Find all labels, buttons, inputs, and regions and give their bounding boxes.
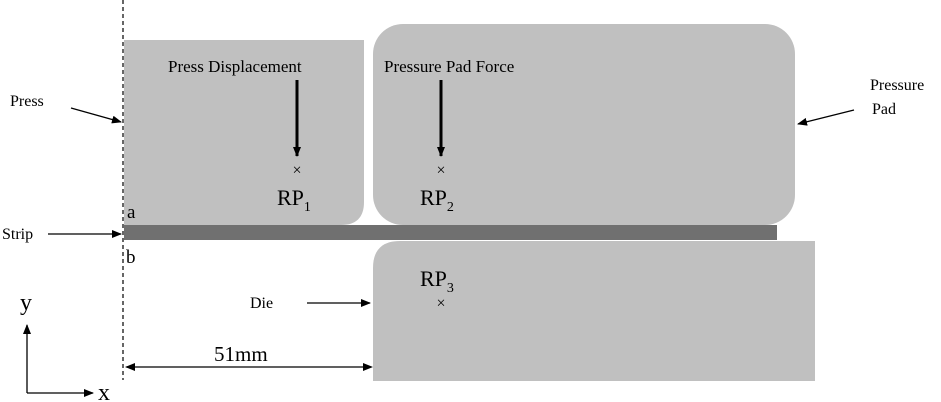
y-axis-label: y <box>20 290 32 316</box>
rp3-label-sub: 3 <box>447 281 454 296</box>
dimension-label: 51mm <box>214 342 268 366</box>
rp1-label-sub: 1 <box>304 200 311 215</box>
pressure-pad-force-label: Pressure Pad Force <box>384 57 514 76</box>
press-pointer-arrow <box>70 107 122 124</box>
die-body <box>373 241 815 381</box>
press-displacement-label: Press Displacement <box>168 57 302 76</box>
rp3-marker: × <box>436 295 445 312</box>
x-axis-label: x <box>98 380 110 402</box>
point-b-label: b <box>126 247 136 268</box>
die-label: Die <box>250 295 273 312</box>
strip-body <box>124 225 777 240</box>
rp3-label-base: RP <box>420 266 447 291</box>
rp3-label: RP3 <box>420 266 454 296</box>
rp1-label-base: RP <box>277 185 304 210</box>
pressure-pad-pointer-arrow <box>797 109 855 126</box>
pressure-pad-label-line1: Pressure <box>870 77 924 94</box>
pressure-pad-label-line2: Pad <box>872 101 896 118</box>
rp2-label: RP2 <box>420 185 454 215</box>
pressure-pad-body <box>373 24 795 225</box>
strip-label: Strip <box>2 226 33 243</box>
dimension-arrow-right <box>363 363 373 371</box>
press-label: Press <box>10 93 44 110</box>
dimension-arrow-left <box>125 363 135 371</box>
point-a-label: a <box>127 202 136 223</box>
rp2-label-base: RP <box>420 185 447 210</box>
rp1-label: RP1 <box>277 185 311 215</box>
press-body <box>124 40 364 225</box>
rp2-label-sub: 2 <box>447 200 454 215</box>
rp1-marker: × <box>292 162 301 179</box>
rp2-marker: × <box>436 162 445 179</box>
